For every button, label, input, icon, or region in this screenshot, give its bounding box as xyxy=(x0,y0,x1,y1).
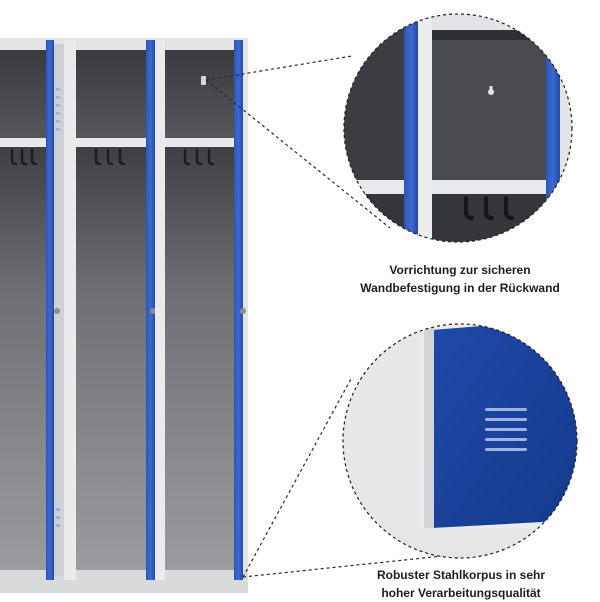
callout-line-top-1 xyxy=(205,55,353,81)
caption-steel-body-line1: Robuster Stahlkorpus in sehr xyxy=(376,568,546,582)
wall-mount-slot-icon xyxy=(201,76,206,85)
caption-steel-body-line2: hoher Verarbeitungsqualität xyxy=(381,586,541,600)
locker-base xyxy=(0,570,248,593)
door-3-edge xyxy=(234,40,243,580)
caption-steel-body: Robuster Stahlkorpus in sehr hoher Verar… xyxy=(350,566,572,602)
caption-wall-mount-line1: Vorrichtung zur sicheren xyxy=(389,263,531,277)
locker-cabinet xyxy=(0,38,248,593)
ventilation-slots-icon xyxy=(485,408,527,451)
door-2-lock xyxy=(150,308,156,314)
door-3-lock xyxy=(240,308,246,314)
zoom-circle-steel-body xyxy=(342,323,578,559)
callout-line-bottom-1 xyxy=(242,376,353,578)
callout-line-bottom-2 xyxy=(242,554,453,578)
wall-mount-hole-icon xyxy=(488,86,494,95)
compartment-3 xyxy=(165,50,234,570)
callout-lines xyxy=(205,55,453,578)
door-1-lock xyxy=(54,308,60,314)
door-1-vent-dots xyxy=(56,88,60,527)
door-1-edge xyxy=(46,40,54,580)
compartment-2 xyxy=(76,50,146,570)
coat-hook-icon xyxy=(10,148,215,166)
caption-wall-mount-line2: Wandbefestigung in der Rückwand xyxy=(360,281,560,295)
compartment-1 xyxy=(0,50,46,570)
caption-wall-mount: Vorrichtung zur sicheren Wandbefestigung… xyxy=(340,261,580,297)
